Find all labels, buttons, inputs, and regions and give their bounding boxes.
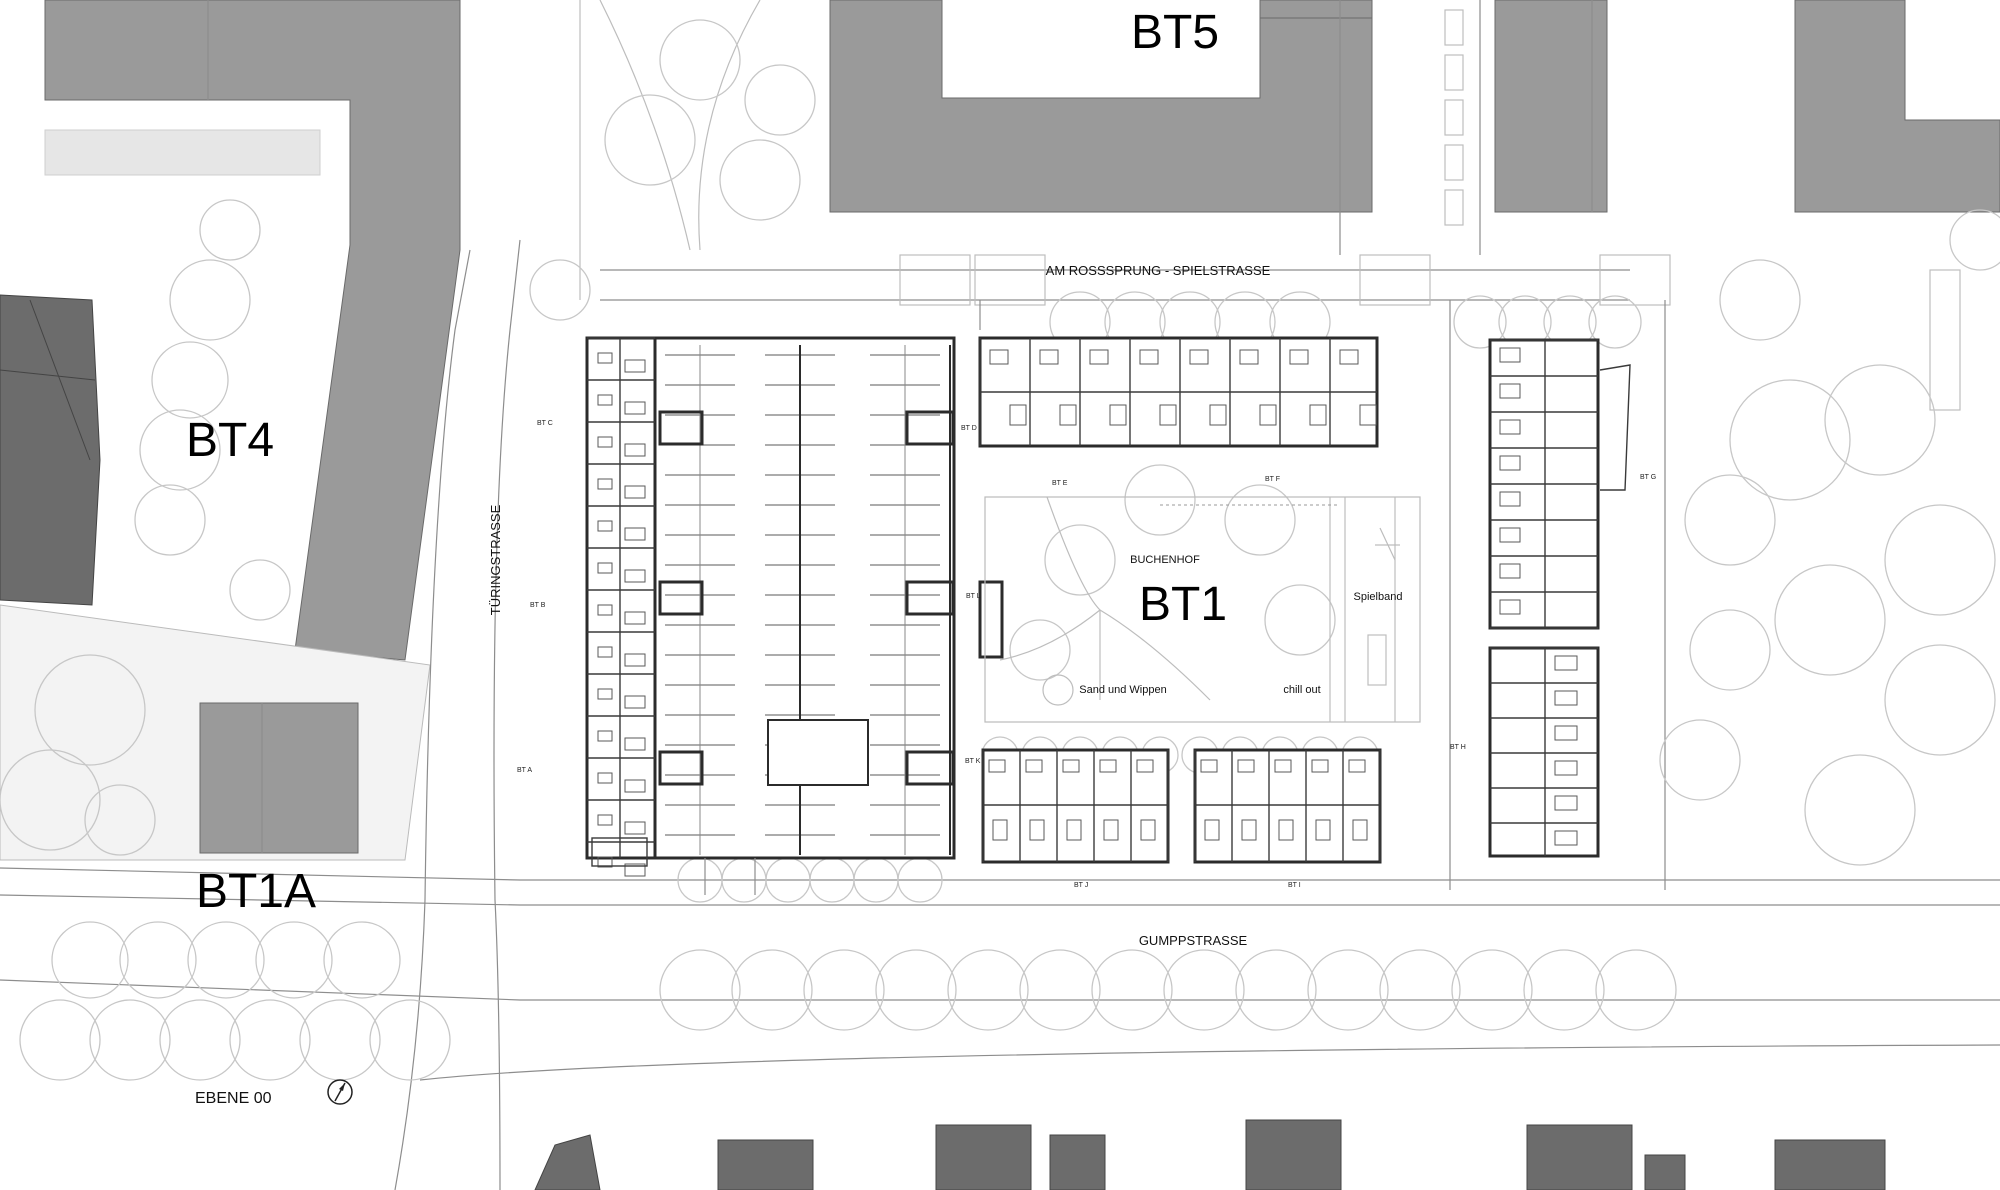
entrance-c: BT C <box>537 420 553 427</box>
building-west-dark <box>0 294 101 606</box>
label-chill: chill out <box>1283 684 1320 696</box>
label-playband: Spielband <box>1354 591 1403 603</box>
label-bt4: BT4 <box>186 414 274 467</box>
label-street-south: GUMPPSTRASSE <box>1139 933 1248 948</box>
label-sand: Sand und Wippen <box>1079 684 1166 696</box>
label-street-west: TÜRINGSTRASSE <box>488 504 503 615</box>
north-arrow-icon <box>327 1079 353 1105</box>
entrance-e: BT E <box>1052 480 1068 487</box>
south-block-west <box>981 748 1170 864</box>
label-courtyard: BUCHENHOF <box>1130 554 1200 566</box>
label-bt1: BT1 <box>1139 578 1227 631</box>
entrance-g: BT G <box>1640 474 1656 481</box>
label-level: EBENE 00 <box>195 1090 272 1107</box>
houses-south <box>534 1119 1886 1190</box>
south-block-east <box>1193 748 1382 864</box>
entrance-i: BT I <box>1288 882 1301 889</box>
entrance-l: BT L <box>966 593 981 600</box>
bt1-complex <box>585 336 1631 895</box>
label-bt5: BT5 <box>1131 6 1219 59</box>
entrance-labels: BT A BT B BT C BT D BT E BT F BT G BT H … <box>517 420 1656 889</box>
east-block-bottom <box>1488 646 1600 858</box>
entrance-j: BT J <box>1074 882 1088 889</box>
entrance-a: BT A <box>517 767 532 774</box>
label-street-north: AM ROSSSPRUNG - SPIELSTRASSE <box>1046 263 1271 278</box>
label-bt1a: BT1A <box>196 865 316 918</box>
entrance-k: BT K <box>965 758 981 765</box>
stripes-bt4 <box>44 129 321 176</box>
entrance-b: BT B <box>530 602 546 609</box>
entrance-d: BT D <box>961 425 977 432</box>
trees <box>0 19 2000 1081</box>
courtyard-buchenhof <box>984 496 1421 723</box>
entrance-f: BT F <box>1265 476 1280 483</box>
entrance-h: BT H <box>1450 744 1466 751</box>
building-bt5-east <box>1494 0 1608 213</box>
building-bt5 <box>829 0 1373 213</box>
building-bt1a <box>199 702 359 854</box>
